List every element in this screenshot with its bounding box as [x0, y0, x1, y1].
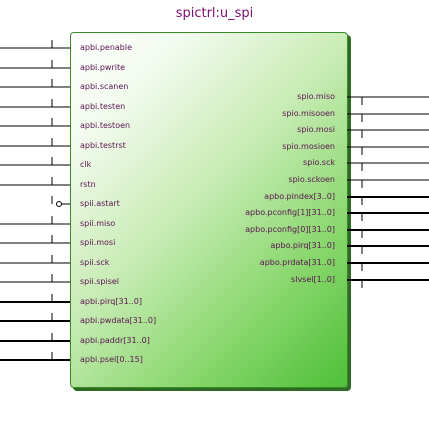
input-port-label: apbi.pwdata[31..0]	[80, 316, 157, 325]
output-port-label: spio.sck	[303, 158, 335, 167]
output-port-label: spio.sckoen	[288, 175, 335, 184]
input-port-label: spii.astart	[80, 199, 120, 208]
output-port-label: spio.miso	[297, 92, 335, 101]
output-port-label: slvsel[1..0]	[291, 275, 335, 284]
output-port-label: apbo.pindex[3..0]	[264, 192, 335, 201]
output-port-label: spio.mosi	[297, 125, 335, 134]
output-port-label: apbo.prdata[31..0]	[259, 258, 335, 267]
output-port-label: apbo.pconfig[0][31..0]	[245, 225, 335, 234]
input-port-label: spii.miso	[80, 219, 116, 228]
block-title: spictrl:u_spi	[175, 6, 254, 21]
output-port-label: spio.mosioen	[282, 142, 335, 151]
input-port-label: clk	[80, 160, 92, 169]
input-port-label: apbi.testoen	[80, 121, 131, 130]
input-port-label: apbi.testen	[80, 102, 126, 111]
inversion-bubble	[56, 201, 62, 207]
output-port-label: apbo.pconfig[1][31..0]	[245, 208, 335, 217]
input-port-label: apbi.pwrite	[80, 63, 126, 72]
input-port-label: spii.spisel	[80, 277, 120, 286]
output-port-label: spio.misooen	[282, 109, 335, 118]
input-port-label: apbi.pirq[31..0]	[80, 297, 142, 306]
input-port-label: apbi.testrst	[80, 141, 126, 150]
input-port-label: spii.mosi	[80, 238, 116, 247]
input-port-label: rstn	[80, 180, 96, 189]
input-port-label: apbi.psel[0..15]	[80, 355, 143, 364]
input-port-label: apbi.penable	[80, 43, 133, 52]
input-port-label: spii.sck	[80, 258, 110, 267]
input-port-label: apbi.scanen	[80, 82, 129, 91]
spictrl-block[interactable]	[70, 32, 348, 388]
input-port-label: apbi.paddr[31..0]	[80, 336, 150, 345]
output-port-label: apbo.pirq[31..0]	[270, 241, 335, 250]
